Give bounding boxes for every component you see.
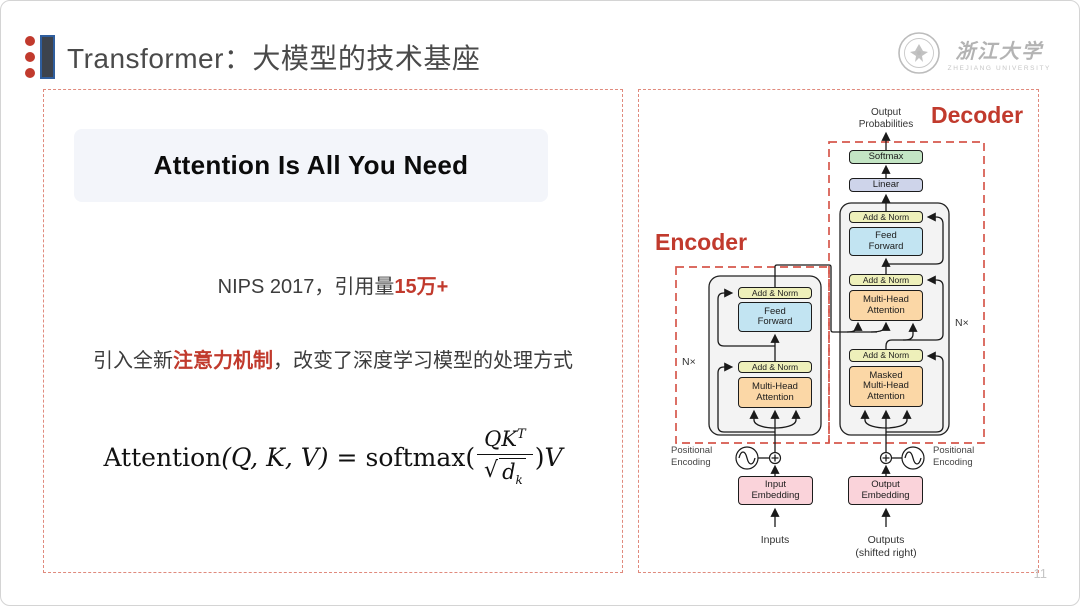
title-bullet-icon xyxy=(25,35,55,79)
add-norm-box: Add & Norm xyxy=(849,274,923,286)
architecture-panel: Softmax Linear Add & Norm Feed Forward A… xyxy=(638,89,1039,573)
decoder-region xyxy=(828,141,985,444)
paper-title: Attention Is All You Need xyxy=(153,150,469,180)
decoder-label: Decoder xyxy=(931,102,1024,128)
input-embedding-box: Input Embedding xyxy=(738,476,813,505)
add-norm-box: Add & Norm xyxy=(738,287,812,299)
multi-head-attention-box: Multi-Head Attention xyxy=(849,290,923,321)
feed-forward-box: Feed Forward xyxy=(849,227,923,256)
paper-info-panel: Attention Is All You Need NIPS 2017，引用量1… xyxy=(43,89,623,573)
feed-forward-box: Feed Forward xyxy=(738,302,812,332)
logo-en-text: ZHEJIANG UNIVERSITY xyxy=(947,64,1051,72)
add-norm-box: Add & Norm xyxy=(738,361,812,373)
attention-formula: Attention(Q, K, V) = softmax( QKT √dk )V xyxy=(103,427,563,488)
page-title: Transformer：大模型的技术基座 xyxy=(67,43,481,74)
diagram-wiring-svg xyxy=(675,131,985,527)
positional-encoding-label: Positional Encoding xyxy=(671,445,713,468)
description-text: 引入全新注意力机制，改变了深度学习模型的处理方式 xyxy=(93,350,573,372)
title-bar: Transformer：大模型的技术基座 xyxy=(25,35,480,79)
encoder-stack-container xyxy=(708,275,822,436)
nx-label: N× xyxy=(955,317,969,329)
output-embedding-box: Output Embedding xyxy=(848,476,923,505)
linear-box: Linear xyxy=(849,178,923,192)
page-number: 11 xyxy=(1033,566,1048,581)
encoder-label: Encoder xyxy=(655,229,748,255)
output-probabilities-label: Output Probabilities xyxy=(858,107,914,130)
masked-multi-head-attention-box: Masked Multi-Head Attention xyxy=(849,366,923,407)
citation-text: NIPS 2017，引用量15万+ xyxy=(217,276,449,298)
logo-cn-text: 浙江大学 xyxy=(955,40,1044,63)
transformer-diagram: Softmax Linear Add & Norm Feed Forward A… xyxy=(641,90,1038,572)
paper-title-box: Attention Is All You Need xyxy=(74,129,548,202)
outputs-note: (shifted right) xyxy=(855,547,917,559)
positional-encoding-label: Positional Encoding xyxy=(933,445,975,468)
add-norm-box: Add & Norm xyxy=(849,349,923,362)
bullet-bar-icon xyxy=(40,35,55,79)
add-norm-box: Add & Norm xyxy=(849,211,923,223)
nx-label: N× xyxy=(682,356,696,368)
encoder-region xyxy=(675,266,830,444)
multi-head-attention-box: Multi-Head Attention xyxy=(738,377,812,408)
bullet-dots-icon xyxy=(25,36,35,78)
softmax-box: Softmax xyxy=(849,150,923,164)
zju-logo: 浙江大学 ZHEJIANG UNIVERSITY xyxy=(897,31,1051,75)
description-highlight: 注意力机制 xyxy=(173,350,273,372)
citation-highlight: 15万+ xyxy=(394,276,449,298)
inputs-label: Inputs xyxy=(760,534,790,546)
outputs-label: Outputs (shifted right) xyxy=(846,534,926,560)
formula-fraction: QKT √dk xyxy=(477,427,533,487)
zju-seal-icon xyxy=(897,32,940,74)
